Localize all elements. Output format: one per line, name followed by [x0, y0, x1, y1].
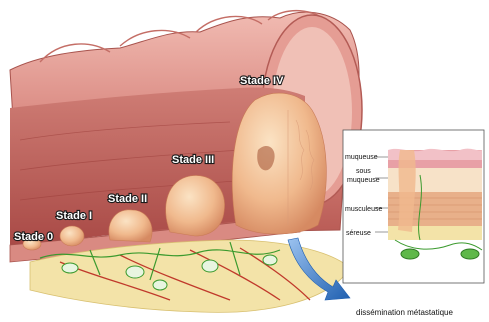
- tumor-stage-4: [232, 93, 326, 234]
- stage-2-label: Stade II: [108, 193, 147, 205]
- tumor-stage-3: [166, 175, 225, 236]
- stage-4-label: Stade IV: [240, 75, 284, 87]
- layer-label-musculeuse: musculeuse: [345, 206, 382, 213]
- layer-label-muqueuse: muqueuse: [345, 154, 378, 161]
- stage-0-label: Stade 0: [14, 231, 53, 243]
- metastasis-label: dissémination métastatique: [356, 308, 453, 317]
- layer-label-sous-muqueuse-1: sous: [356, 168, 371, 175]
- stage-3-label: Stade III: [172, 154, 214, 166]
- layer-label-sereuse: séreuse: [346, 230, 371, 237]
- stage-1-label: Stade I: [56, 210, 92, 222]
- tumor-stage-1: [60, 226, 84, 246]
- layer-label-sous-muqueuse-2: muqueuse: [347, 177, 380, 184]
